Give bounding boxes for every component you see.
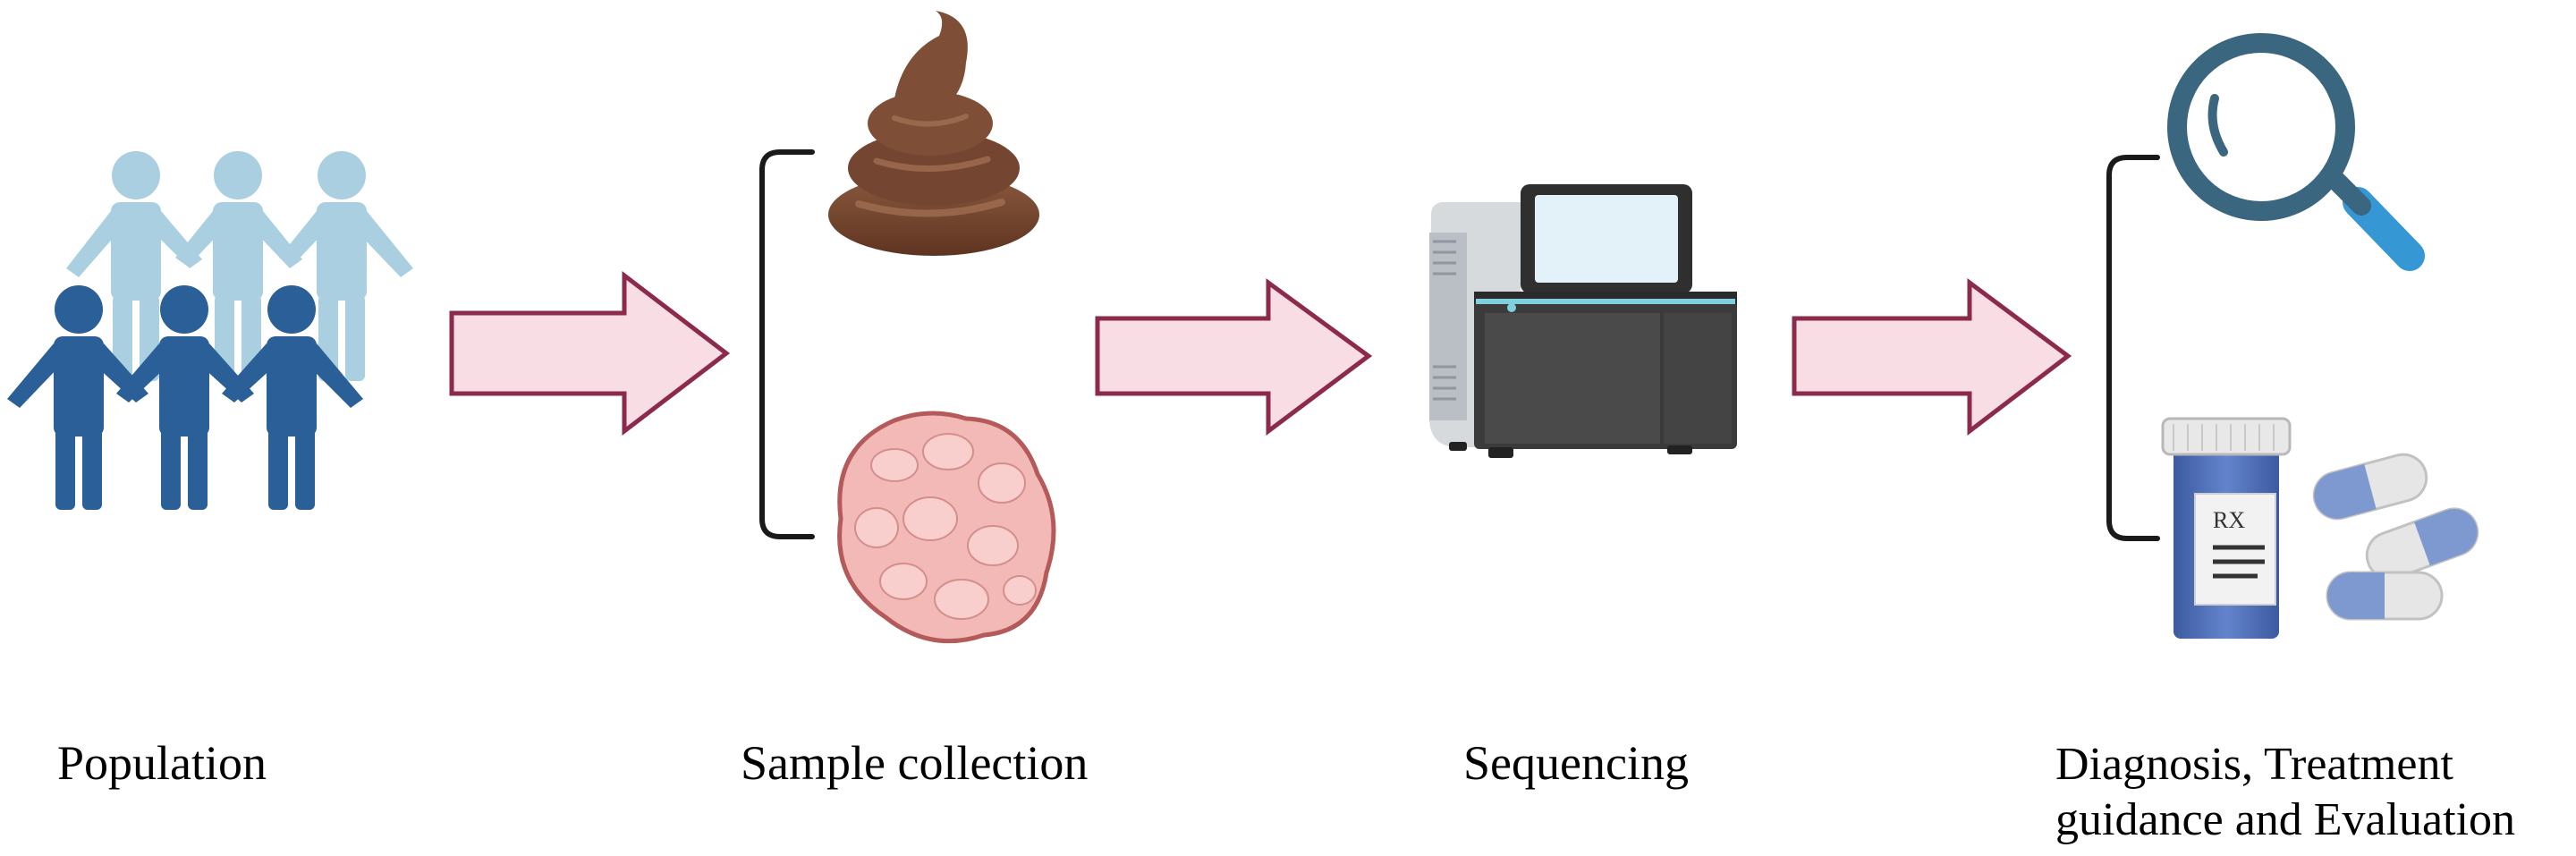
caption-population-line: Population xyxy=(57,736,267,790)
capsules-icon xyxy=(2312,453,2479,621)
caption-sample-collection: Sample collection xyxy=(741,739,1088,787)
caption-sample-collection-line: Sample collection xyxy=(741,736,1089,790)
flow-arrow-1 xyxy=(449,270,731,436)
flow-arrow-2 xyxy=(1095,278,1373,436)
stool-sample-icon xyxy=(828,11,1039,256)
flow-arrow-3 xyxy=(1792,278,2072,436)
tissue-sample-icon xyxy=(837,411,1056,644)
sequencer-icon xyxy=(1429,184,1737,458)
magnifier-icon xyxy=(2167,33,2425,271)
pill-bottle-icon: RX xyxy=(2161,417,2292,639)
rx-label: RX xyxy=(2213,507,2245,533)
diagnosis-bracket xyxy=(2106,155,2160,541)
caption-sequencing: Sequencing xyxy=(1463,739,1689,787)
sample-bracket xyxy=(759,149,815,539)
caption-population: Population xyxy=(57,739,267,787)
people-icon xyxy=(7,151,413,510)
caption-sequencing-line: Sequencing xyxy=(1463,736,1689,790)
caption-diagnosis-line-2: guidance and Evaluation xyxy=(2055,794,2516,846)
caption-diagnosis: Diagnosis, Treatment guidance and Evalua… xyxy=(2055,737,2515,849)
caption-diagnosis-line-1: Diagnosis, Treatment xyxy=(2055,739,2453,790)
